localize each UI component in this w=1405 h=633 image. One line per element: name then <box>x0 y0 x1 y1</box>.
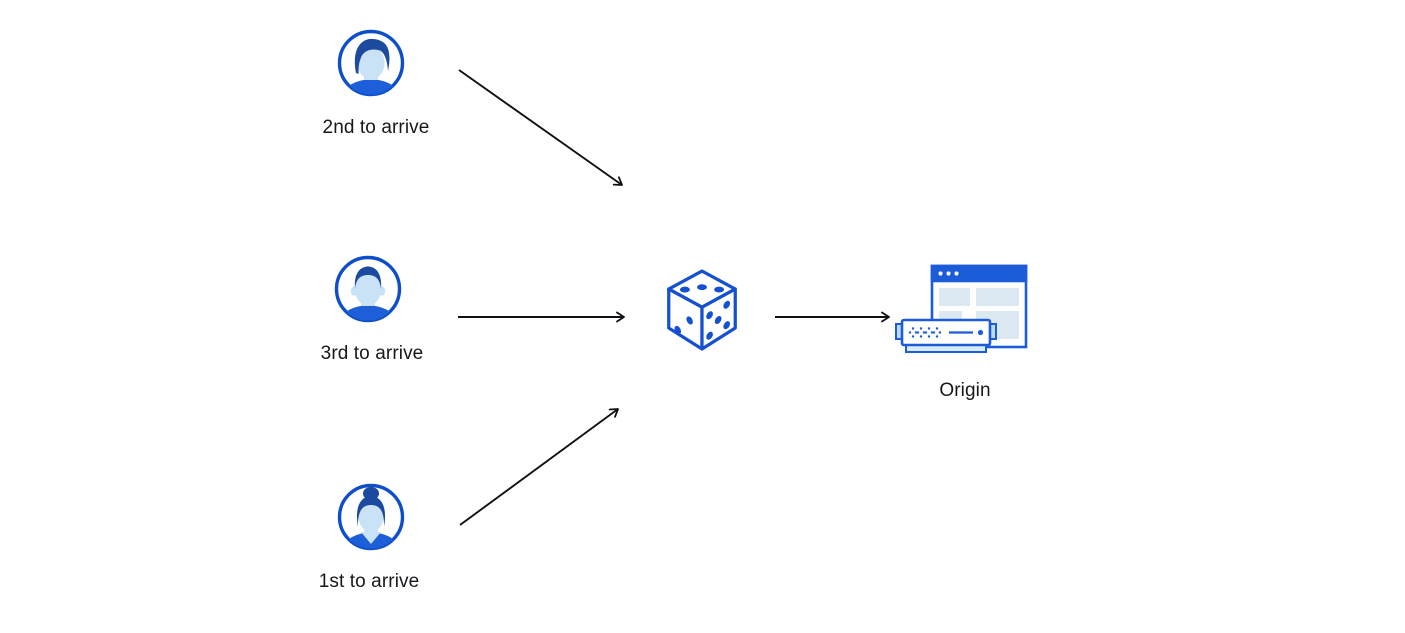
user-2nd-label: 2nd to arrive <box>322 117 430 138</box>
origin-server-icon <box>895 264 1028 353</box>
node-origin: Origin <box>893 258 1033 401</box>
dice-icon <box>667 269 737 351</box>
node-user-1st: 1st to arrive <box>319 481 419 592</box>
arrow-user1-to-dice <box>459 408 619 526</box>
female-avatar-bun-icon <box>337 483 405 551</box>
male-avatar-quiff-icon <box>337 29 405 97</box>
node-user-2nd: 2nd to arrive <box>323 27 429 138</box>
origin-label: Origin <box>939 380 991 401</box>
user-3rd-label: 3rd to arrive <box>320 343 424 364</box>
server-vent-dots <box>908 327 942 338</box>
arrow-user2-to-dice <box>458 69 623 186</box>
user-1st-label: 1st to arrive <box>318 571 420 592</box>
male-avatar-short-hair-icon <box>334 255 402 323</box>
node-user-3rd: 3rd to arrive <box>321 253 423 364</box>
node-dice-router <box>664 266 740 359</box>
